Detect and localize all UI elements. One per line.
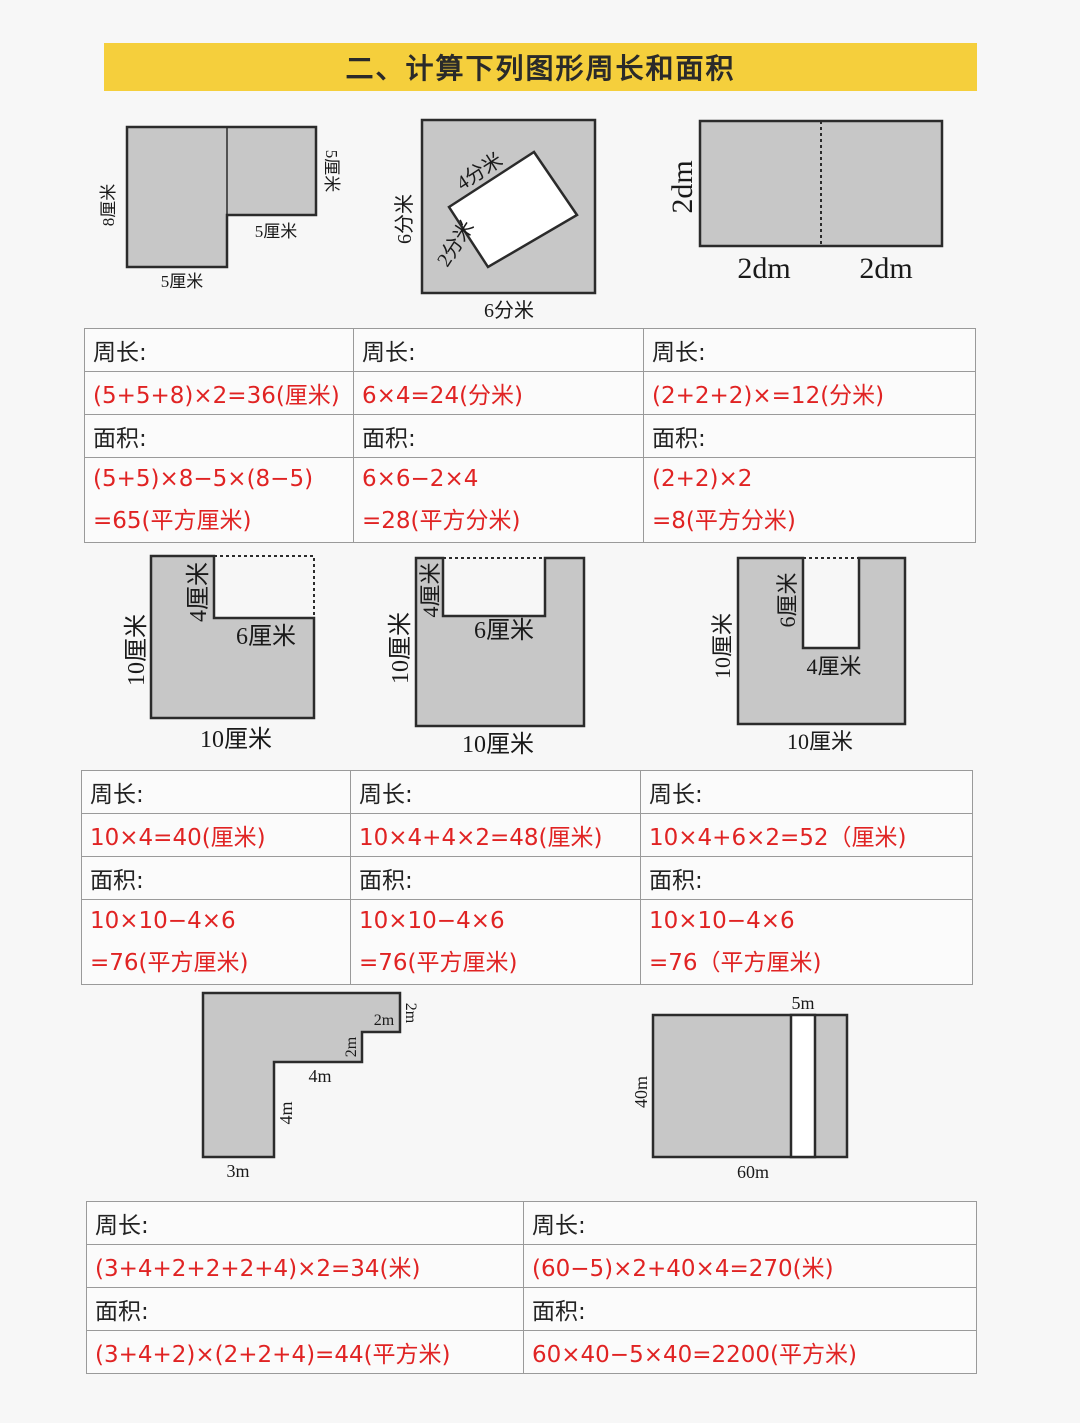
label-notch-w: 6厘米	[236, 623, 296, 650]
figure-l-shape-cm: 8厘米 5厘米 5厘米 5厘米	[99, 125, 341, 291]
label-bottom: 10厘米	[462, 731, 534, 758]
area-answer: 60×40−5×40=2200(平方米)	[523, 1330, 977, 1374]
area-result: =76(平方厘米)	[359, 950, 518, 976]
area-label: 面积:	[643, 414, 976, 458]
figure-two-squares-dm: 2dm 2dm 2dm	[666, 119, 944, 285]
label-notch-h: 4厘米	[418, 562, 443, 617]
label-notch-w: 4厘米	[806, 654, 861, 679]
label-bottom: 3m	[226, 1161, 249, 1181]
answer-table-row3: 周长: 周长: (3+4+2+2+2+4)×2=34(米) (60−5)×2+4…	[86, 1201, 977, 1374]
area-label: 面积:	[353, 414, 644, 458]
area-step: (5+5)×8−5×(8−5)	[93, 466, 314, 492]
answer-table-row2: 周长: 周长: 周长: 10×4=40(厘米) 10×4+4×2=48(厘米) …	[81, 770, 973, 985]
perimeter-label: 周长:	[643, 328, 976, 372]
perimeter-label: 周长:	[353, 328, 644, 372]
label-bottom: 10厘米	[787, 729, 853, 754]
area-label: 面积:	[350, 856, 641, 900]
perimeter-answer: (5+5+8)×2=36(厘米)	[84, 371, 354, 415]
label-bottom: 10厘米	[200, 726, 272, 753]
area-label: 面积:	[640, 856, 973, 900]
label-left: 6分米	[393, 194, 416, 244]
label-step1-h: 2m	[374, 1012, 395, 1029]
label-left: 40m	[631, 1076, 651, 1108]
label-inner-v: 4m	[276, 1101, 296, 1124]
section-title: 二、计算下列图形周长和面积	[104, 43, 977, 91]
perimeter-answer: 6×4=24(分米)	[353, 371, 644, 415]
label-left: 10厘米	[387, 612, 414, 684]
area-label: 面积:	[523, 1287, 977, 1331]
perimeter-answer: 10×4+6×2=52（厘米)	[640, 813, 973, 857]
label-height: 2dm	[666, 160, 699, 213]
area-answer: (3+4+2)×(2+2+4)=44(平方米)	[86, 1330, 524, 1374]
figure-corner-notch: 10厘米 4厘米 6厘米 10厘米	[123, 554, 316, 753]
label-right: 5厘米	[322, 150, 341, 193]
perimeter-answer: 10×4+4×2=48(厘米)	[350, 813, 641, 857]
label-notch-h: 6厘米	[775, 572, 800, 627]
area-label: 面积:	[81, 856, 351, 900]
label-bottom: 6分米	[484, 299, 534, 322]
figure-square-with-rect-hole: 4分米 2分米 6分米 6分米	[393, 118, 597, 322]
label-inner-h: 4m	[308, 1066, 331, 1086]
figure-rect-with-strip: 5m 40m 60m	[631, 993, 849, 1182]
area-answer: 10×10−4×6 =76(平方厘米)	[350, 899, 641, 985]
label-top: 5m	[791, 993, 814, 1013]
figure-deep-notch: 10厘米 6厘米 4厘米 10厘米	[710, 556, 907, 754]
label-bottom: 60m	[737, 1162, 769, 1182]
area-answer: 10×10−4×6 =76(平方厘米)	[81, 899, 351, 985]
area-step: 10×10−4×6	[359, 908, 505, 934]
perimeter-label: 周长:	[640, 770, 973, 814]
label-bottom-left: 2dm	[737, 252, 790, 285]
label-left: 10厘米	[123, 614, 150, 686]
area-step: (2+2)×2	[652, 466, 753, 492]
area-result: =65(平方厘米)	[93, 508, 252, 534]
label-left: 8厘米	[99, 184, 118, 227]
area-label: 面积:	[84, 414, 354, 458]
label-step: 5厘米	[255, 222, 298, 241]
area-answer: (5+5)×8−5×(8−5) =65(平方厘米)	[84, 457, 354, 543]
area-result: =76(平方厘米)	[90, 950, 249, 976]
area-answer: (2+2)×2 =8(平方分米)	[643, 457, 976, 543]
perimeter-label: 周长:	[84, 328, 354, 372]
area-result: =8(平方分米)	[652, 508, 796, 534]
area-result: =76（平方厘米)	[649, 950, 822, 976]
area-label: 面积:	[86, 1287, 524, 1331]
label-bottom-right: 2dm	[859, 252, 912, 285]
label-right: 2m	[402, 1003, 419, 1024]
area-step: 10×10−4×6	[90, 908, 236, 934]
perimeter-label: 周长:	[86, 1201, 524, 1245]
answer-table-row1: 周长: 周长: 周长: (5+5+8)×2=36(厘米) 6×4=24(分米) …	[84, 328, 976, 543]
label-bottom: 5厘米	[161, 272, 204, 291]
perimeter-answer: (2+2+2)×=12(分米)	[643, 371, 976, 415]
area-result: =28(平方分米)	[362, 508, 521, 534]
area-answer: 10×10−4×6 =76（平方厘米)	[640, 899, 973, 985]
perimeter-label: 周长:	[350, 770, 641, 814]
perimeter-label: 周长:	[81, 770, 351, 814]
perimeter-answer: (60−5)×2+40×4=270(米)	[523, 1244, 977, 1288]
label-left: 10厘米	[710, 613, 735, 679]
label-notch-w: 6厘米	[474, 617, 534, 644]
area-answer: 6×6−2×4 =28(平方分米)	[353, 457, 644, 543]
area-step: 10×10−4×6	[649, 908, 795, 934]
label-step1-v: 2m	[343, 1036, 360, 1057]
perimeter-label: 周长:	[523, 1201, 977, 1245]
figure-staircase: 3m 4m 4m 2m 2m 2m	[201, 991, 419, 1181]
area-step: 6×6−2×4	[362, 466, 479, 492]
label-notch-h: 4厘米	[185, 562, 212, 622]
perimeter-answer: 10×4=40(厘米)	[81, 813, 351, 857]
figure-top-notch: 10厘米 4厘米 6厘米 10厘米	[387, 556, 586, 758]
perimeter-answer: (3+4+2+2+2+4)×2=34(米)	[86, 1244, 524, 1288]
